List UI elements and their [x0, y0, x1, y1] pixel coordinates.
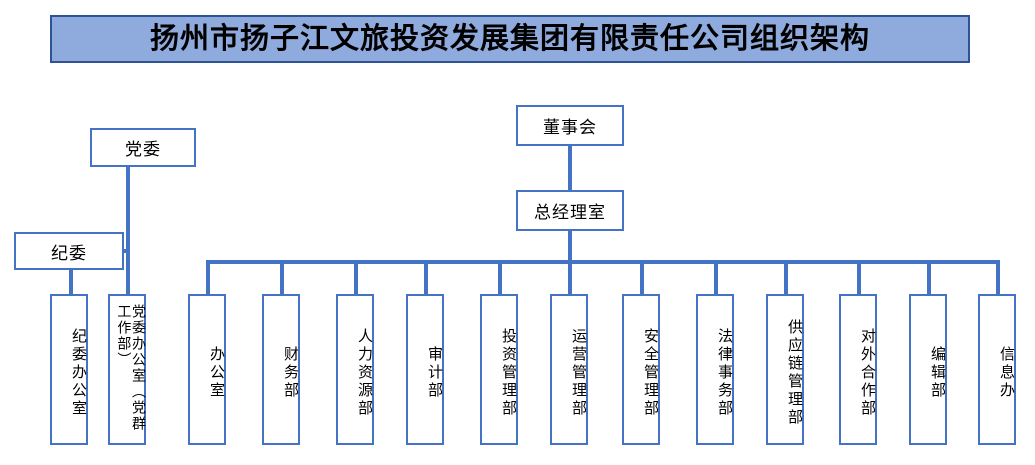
- connector-drop-investment-management: [498, 260, 502, 295]
- node-gm-office-label: 总经理室: [534, 203, 606, 222]
- connector-discipline-to-party-spine: [122, 249, 130, 253]
- connector-department-bus: [206, 260, 1000, 264]
- node-discipline-office-label: 纪委办公室: [70, 327, 86, 418]
- node-operations-management-label: 运营管理部: [570, 327, 586, 418]
- node-safety-management[interactable]: 安全管理部: [622, 294, 660, 445]
- node-investment-management-label: 投资管理部: [500, 327, 516, 418]
- connector-drop-information-office: [996, 260, 1000, 295]
- node-supply-chain-management-label: 供应链管理部: [786, 318, 802, 427]
- connector-drop-editorial: [927, 260, 931, 295]
- connector-drop-external-cooperation: [857, 260, 861, 295]
- node-legal-affairs-label: 法律事务部: [716, 327, 732, 418]
- node-supply-chain-management[interactable]: 供应链管理部: [766, 294, 804, 445]
- node-legal-affairs[interactable]: 法律事务部: [696, 294, 734, 445]
- node-finance-label: 财务部: [282, 345, 298, 400]
- connector-drop-supply-chain-management: [784, 260, 788, 295]
- node-general-office[interactable]: 办公室: [188, 294, 226, 445]
- node-board-label: 董事会: [543, 118, 597, 137]
- connector-drop-operations-management: [568, 260, 572, 295]
- node-discipline-committee-label: 纪委: [51, 243, 87, 263]
- node-investment-management[interactable]: 投资管理部: [480, 294, 518, 445]
- node-party-committee-office[interactable]: 党委办公室（党群工作部）: [108, 294, 146, 445]
- node-audit-label: 审计部: [426, 345, 442, 400]
- node-gm-office[interactable]: 总经理室: [516, 190, 624, 231]
- node-operations-management[interactable]: 运营管理部: [550, 294, 588, 445]
- node-board[interactable]: 董事会: [516, 105, 624, 146]
- node-party-committee-label: 党委: [125, 140, 161, 159]
- node-party-committee[interactable]: 党委: [90, 128, 196, 167]
- node-party-committee-office-label: 党委办公室（党群工作部）: [115, 303, 145, 432]
- node-finance[interactable]: 财务部: [262, 294, 300, 445]
- connector-discipline-to-office: [69, 269, 73, 295]
- chart-title-banner: 扬州市扬子江文旅投资发展集团有限责任公司组织架构: [50, 15, 970, 63]
- node-external-cooperation-label: 对外合作部: [859, 327, 875, 418]
- node-general-office-label: 办公室: [208, 345, 224, 400]
- node-editorial[interactable]: 编辑部: [909, 294, 947, 445]
- connector-drop-safety-management: [640, 260, 644, 295]
- connector-drop-legal-affairs: [714, 260, 718, 295]
- node-editorial-label: 编辑部: [929, 345, 945, 400]
- node-information-office[interactable]: 信息办: [978, 294, 1016, 445]
- node-human-resources[interactable]: 人力资源部: [336, 294, 374, 445]
- node-discipline-office[interactable]: 纪委办公室: [50, 294, 88, 445]
- connector-drop-finance: [280, 260, 284, 295]
- node-discipline-committee[interactable]: 纪委: [14, 232, 124, 270]
- node-external-cooperation[interactable]: 对外合作部: [839, 294, 877, 445]
- connector-drop-audit: [424, 260, 428, 295]
- connector-gm-to-bus: [568, 230, 572, 262]
- node-human-resources-label: 人力资源部: [356, 327, 372, 418]
- node-safety-management-label: 安全管理部: [642, 327, 658, 418]
- connector-board-to-gm: [568, 145, 572, 191]
- page-title: 扬州市扬子江文旅投资发展集团有限责任公司组织架构: [149, 22, 870, 55]
- node-audit[interactable]: 审计部: [406, 294, 444, 445]
- connector-drop-general-office: [206, 260, 210, 295]
- node-information-office-label: 信息办: [998, 345, 1014, 400]
- connector-drop-human-resources: [354, 260, 358, 295]
- connector-party-spine: [126, 166, 130, 294]
